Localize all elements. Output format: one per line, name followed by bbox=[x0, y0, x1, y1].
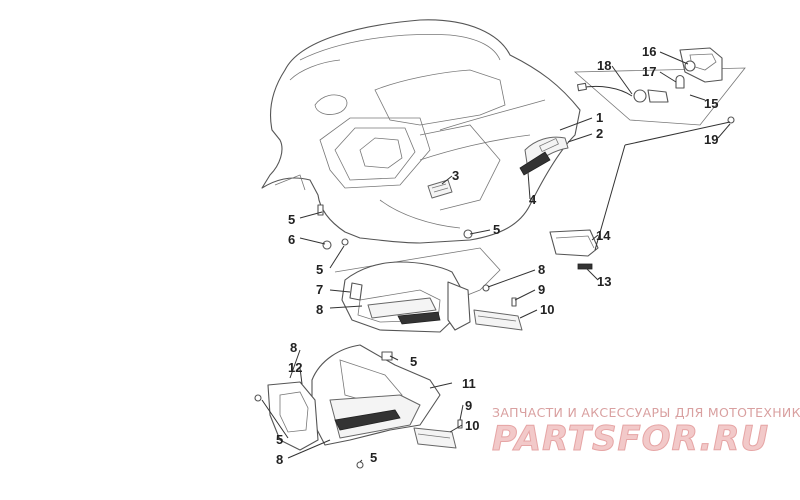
callout-numbers: 1 2 3 4 5 6 5 5 7 8 8 9 10 8 12 5 11 9 1… bbox=[276, 44, 718, 467]
watermark-logo: PARTSFOR.RU bbox=[492, 419, 769, 459]
callout-5: 5 bbox=[410, 354, 417, 369]
callout-9: 9 bbox=[538, 282, 545, 297]
callout-15: 15 bbox=[704, 96, 718, 111]
callout-18: 18 bbox=[597, 58, 611, 73]
callout-8: 8 bbox=[316, 302, 323, 317]
callout-5: 5 bbox=[316, 262, 323, 277]
callout-10: 10 bbox=[540, 302, 554, 317]
callout-5: 5 bbox=[493, 222, 500, 237]
callout-3: 3 bbox=[452, 168, 459, 183]
decal-label bbox=[427, 179, 453, 199]
callout-1: 1 bbox=[596, 110, 603, 125]
callout-8: 8 bbox=[538, 262, 545, 277]
callout-9: 9 bbox=[465, 398, 472, 413]
watermark-tagline: ЗАПЧАСТИ И АКСЕССУАРЫ ДЛЯ МОТОТЕХНИКИ bbox=[492, 405, 800, 420]
callout-17: 17 bbox=[642, 64, 656, 79]
taillight-assembly bbox=[573, 47, 746, 126]
callout-5: 5 bbox=[370, 450, 377, 465]
callout-5: 5 bbox=[288, 212, 295, 227]
callout-10: 10 bbox=[465, 418, 479, 433]
watermark: ЗАПЧАСТИ И АКСЕССУАРЫ ДЛЯ МОТОТЕХНИКИ PA… bbox=[492, 405, 800, 460]
rear-fender-body bbox=[261, 19, 581, 244]
lower-footwell bbox=[254, 344, 463, 469]
callout-14: 14 bbox=[596, 228, 611, 243]
callout-19: 19 bbox=[704, 132, 718, 147]
callout-2: 2 bbox=[596, 126, 603, 141]
callout-12: 12 bbox=[288, 360, 302, 375]
callout-8: 8 bbox=[276, 452, 283, 467]
callout-8: 8 bbox=[290, 340, 297, 355]
callout-7: 7 bbox=[316, 282, 323, 297]
callout-4: 4 bbox=[529, 192, 537, 207]
callout-11: 11 bbox=[462, 376, 476, 391]
callout-13: 13 bbox=[597, 274, 611, 289]
leader-lines bbox=[261, 51, 731, 463]
callout-16: 16 bbox=[642, 44, 656, 59]
rear-trim-reflector bbox=[519, 136, 569, 176]
callout-5: 5 bbox=[276, 432, 283, 447]
upper-footwell bbox=[334, 247, 523, 333]
license-bracket bbox=[549, 121, 731, 270]
callout-6: 6 bbox=[288, 232, 295, 247]
